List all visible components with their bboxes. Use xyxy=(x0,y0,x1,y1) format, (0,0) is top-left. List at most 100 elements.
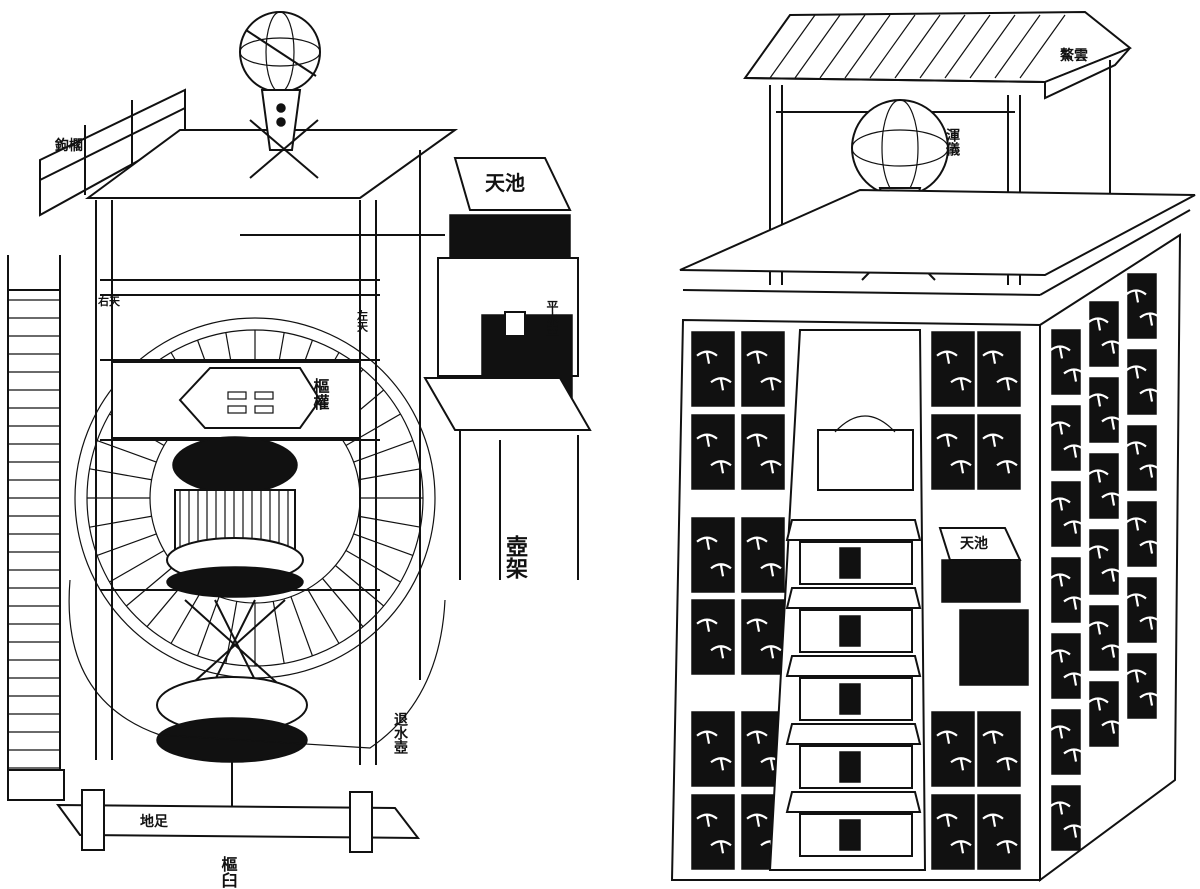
wheel-spoke xyxy=(272,601,285,664)
pot-stand-label: 壺架 xyxy=(502,535,528,580)
bird-figure xyxy=(982,350,1004,364)
roof-rib xyxy=(919,14,966,79)
bird-figure xyxy=(950,460,972,474)
bird-figure xyxy=(696,730,718,744)
bird-figure xyxy=(760,645,782,659)
bird-figure xyxy=(1049,345,1071,359)
bird-figure xyxy=(1125,289,1147,303)
bird-figure xyxy=(696,350,718,364)
mortar-label: 樞臼 xyxy=(219,855,238,889)
bird-figure xyxy=(1139,312,1161,326)
railing-label: 鉤櫊 xyxy=(54,137,83,154)
bird-figure xyxy=(996,377,1018,391)
bird-figure xyxy=(1101,644,1123,658)
pagoda-figure xyxy=(839,751,861,783)
bird-panel xyxy=(1127,273,1157,339)
bird-figure xyxy=(1139,540,1161,554)
wheel-spoke xyxy=(109,549,165,583)
bird-panel xyxy=(741,414,785,490)
bird-panel xyxy=(1089,529,1119,595)
bird-panel xyxy=(1051,481,1081,547)
pavilion-roof: 鰲雲 xyxy=(743,10,1132,285)
bird-panel xyxy=(741,517,785,593)
bird-figure xyxy=(1101,492,1123,506)
bird-figure xyxy=(1087,697,1109,711)
bird-figure xyxy=(1139,616,1161,630)
bird-figure xyxy=(710,460,732,474)
water-tank-label: 退水壺 xyxy=(392,712,408,755)
staircase xyxy=(7,255,65,801)
level-water-label: 平水壺 xyxy=(545,300,559,337)
bird-figure xyxy=(696,813,718,827)
bird-figure xyxy=(1101,416,1123,430)
bird-figure xyxy=(1063,672,1085,686)
roof-rib xyxy=(794,14,841,79)
bird-figure xyxy=(1087,469,1109,483)
wheel-spoke xyxy=(335,565,385,607)
inner-heavenly-pool-label: 天池 xyxy=(960,535,988,552)
bird-figure xyxy=(1125,669,1147,683)
bird-figure xyxy=(950,377,972,391)
bird-panel xyxy=(931,414,975,490)
bird-figure xyxy=(696,433,718,447)
bird-panel xyxy=(1051,633,1081,699)
bird-figure xyxy=(1063,824,1085,838)
bird-figure xyxy=(936,350,958,364)
wheel-spoke xyxy=(196,596,220,657)
heavenly-pool-tank: 天池 平水壺 xyxy=(437,157,579,414)
pagoda-figure xyxy=(839,547,861,579)
wheel-spoke xyxy=(306,588,340,644)
bird-figure xyxy=(1139,388,1161,402)
left-heaven-label: 左天 xyxy=(356,309,370,333)
front-bird-panels xyxy=(691,331,1021,870)
bird-figure xyxy=(1063,748,1085,762)
inner-heavenly-pool: 天池 xyxy=(938,527,1029,686)
bird-figure xyxy=(1063,520,1085,534)
bird-figure xyxy=(1139,464,1161,478)
bird-figure xyxy=(760,460,782,474)
bird-panel xyxy=(1051,785,1081,851)
roof-rib xyxy=(894,14,941,79)
bird-panel xyxy=(931,794,975,870)
pagoda-figure xyxy=(839,615,861,647)
bird-figure xyxy=(936,813,958,827)
bird-panel xyxy=(1051,709,1081,775)
bird-panel xyxy=(1127,653,1157,719)
central-pagoda xyxy=(768,329,927,871)
bird-panel xyxy=(1127,577,1157,643)
bird-figure xyxy=(1087,317,1109,331)
bird-panel xyxy=(977,414,1021,490)
bird-panel xyxy=(1051,329,1081,395)
bird-figure xyxy=(746,730,768,744)
bird-panel xyxy=(1089,377,1119,443)
bird-panel xyxy=(691,331,735,407)
wheel-spoke xyxy=(170,588,204,644)
roof-rib xyxy=(844,14,891,79)
pagoda-tier-roof xyxy=(785,723,922,745)
bird-panel xyxy=(931,331,975,407)
wheel-spoke xyxy=(290,596,314,657)
bird-figure xyxy=(710,377,732,391)
bird-figure xyxy=(760,563,782,577)
bird-figure xyxy=(710,757,732,771)
bird-figure xyxy=(982,813,1004,827)
roof-rib xyxy=(769,14,816,79)
wheel-spoke xyxy=(322,578,364,628)
bird-panel xyxy=(741,599,785,675)
bird-panel xyxy=(1127,501,1157,567)
pagoda-tier-roof xyxy=(785,587,922,609)
foot-label: 地足 xyxy=(140,813,169,830)
bird-figure xyxy=(710,645,732,659)
bird-figure xyxy=(1049,421,1071,435)
armillary-sphere-top xyxy=(239,11,321,179)
pot-stand: 壺架 xyxy=(423,377,592,580)
bird-figure xyxy=(1049,649,1071,663)
bird-figure xyxy=(1101,720,1123,734)
bird-panel xyxy=(1089,453,1119,519)
roof-rib xyxy=(819,14,866,79)
wheel-spoke xyxy=(345,549,401,583)
wheel-spoke xyxy=(96,439,157,463)
water-basin: 退水壺 xyxy=(68,579,446,755)
drum-lower xyxy=(156,599,308,825)
bird-figure xyxy=(950,840,972,854)
